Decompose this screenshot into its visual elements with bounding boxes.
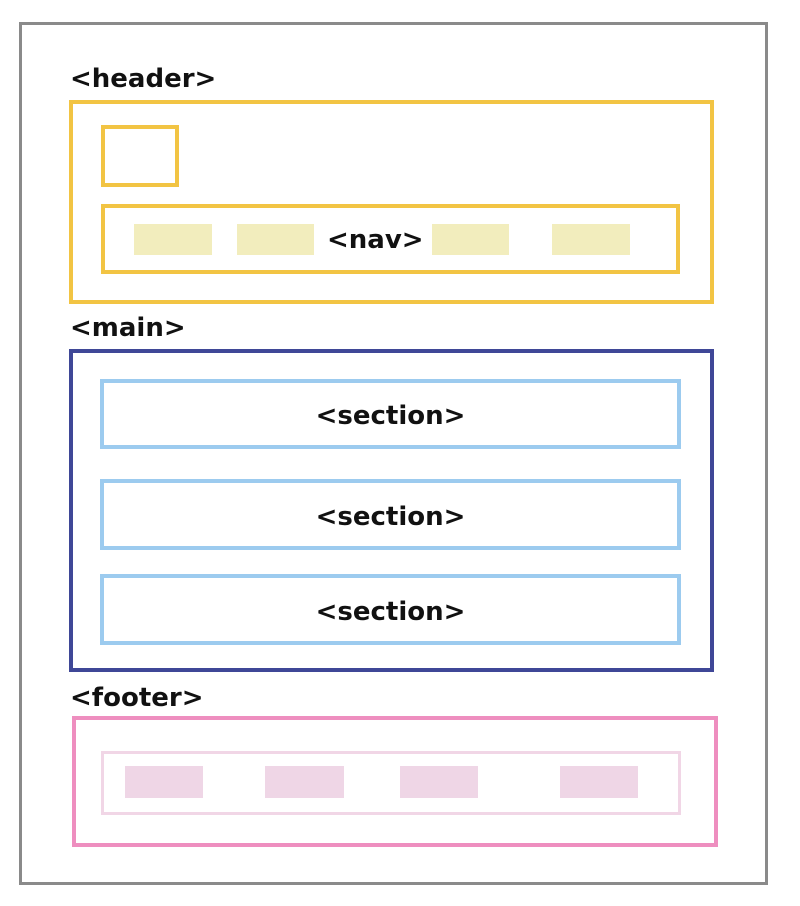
section-label-2: <section> <box>315 502 466 532</box>
nav-item-4 <box>552 224 630 255</box>
footer-inner-box <box>101 751 681 815</box>
nav-box <box>101 204 680 274</box>
logo-placeholder <box>101 125 179 187</box>
main-label: <main> <box>70 313 186 343</box>
nav-label: <nav> <box>327 225 424 255</box>
page-frame <box>19 22 768 885</box>
footer-label: <footer> <box>70 683 204 713</box>
nav-item-3 <box>432 224 509 255</box>
footer-item-4 <box>560 766 638 798</box>
footer-box <box>72 716 718 847</box>
section-box-2: <section> <box>100 479 681 550</box>
footer-item-3 <box>400 766 478 798</box>
section-box-1: <section> <box>100 379 681 449</box>
header-box <box>69 100 714 304</box>
footer-item-1 <box>125 766 203 798</box>
nav-item-1 <box>134 224 212 255</box>
main-box <box>69 349 714 672</box>
footer-item-2 <box>265 766 344 798</box>
section-label-1: <section> <box>315 401 466 431</box>
header-label: <header> <box>70 64 217 94</box>
section-label-3: <section> <box>315 597 466 627</box>
section-box-3: <section> <box>100 574 681 645</box>
nav-item-2 <box>237 224 314 255</box>
